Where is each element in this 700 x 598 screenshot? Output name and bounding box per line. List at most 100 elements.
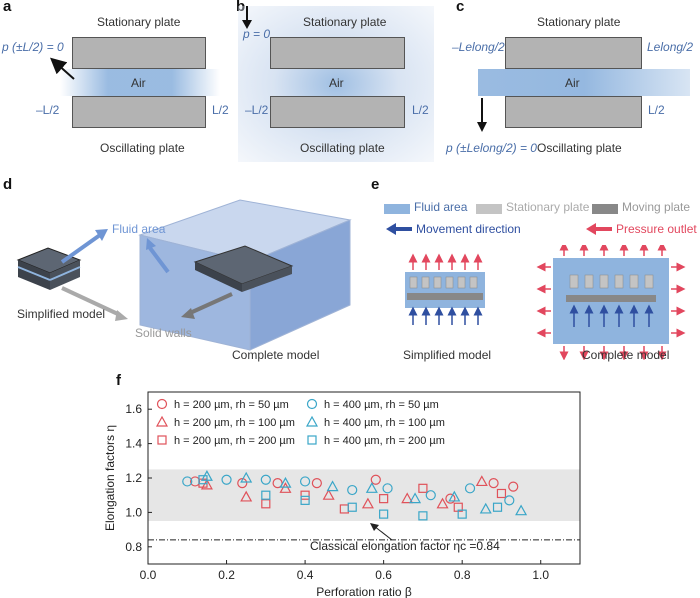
legend-pressure-outlet: Pressure outlet xyxy=(616,222,697,236)
legend-marker xyxy=(307,435,317,445)
stationary-plate-label: Stationary plate xyxy=(537,15,621,29)
data-point xyxy=(370,474,381,485)
legend-fluid-area: Fluid area xyxy=(414,200,468,214)
data-point xyxy=(409,492,422,504)
oscillating-plate-label: Oscillating plate xyxy=(300,141,385,155)
model-3d-illustration xyxy=(16,199,352,351)
complete-model-label: Complete model xyxy=(232,348,320,362)
right-position-label: L/2 xyxy=(212,103,229,117)
data-point xyxy=(299,476,311,487)
data-point xyxy=(418,483,428,493)
data-point xyxy=(260,474,271,485)
data-point xyxy=(492,502,503,512)
panel-letter-a: a xyxy=(3,0,12,15)
data-point xyxy=(300,495,310,505)
data-point xyxy=(457,509,467,519)
x-tick-label: 0.6 xyxy=(375,568,392,582)
simplified-model-label: Simplified model xyxy=(403,348,492,362)
boundary-condition-diagram xyxy=(405,245,686,360)
data-point xyxy=(190,476,201,487)
data-point xyxy=(475,475,488,487)
data-point xyxy=(279,476,292,488)
legend-label: h = 400 µm, rh = 200 µm xyxy=(324,435,445,447)
shaded-band xyxy=(148,469,580,521)
legend-label: h = 400 µm, rh = 100 µm xyxy=(324,417,445,429)
x-tick-label: 0.4 xyxy=(297,568,314,582)
stationary-plate xyxy=(72,37,206,69)
air-label: Air xyxy=(565,76,580,90)
legend-label: h = 200 µm, rh = 200 µm xyxy=(174,435,295,447)
panel-letter-f: f xyxy=(116,372,121,389)
data-point xyxy=(200,478,213,490)
movement-arrow-icon xyxy=(386,223,412,235)
air-gap xyxy=(60,69,220,96)
data-point xyxy=(496,488,507,499)
stationary-plate-label: Stationary plate xyxy=(97,15,181,29)
oscillating-plate xyxy=(270,96,405,128)
stationary-plate-swatch xyxy=(476,204,502,214)
reference-line-label: Classical elongation factor ηc =0.84 xyxy=(310,539,500,553)
data-point xyxy=(300,490,310,500)
data-point xyxy=(379,494,389,504)
data-point xyxy=(198,475,208,485)
left-position-label: –L/2 xyxy=(245,103,269,117)
y-tick-label: 1.2 xyxy=(125,471,142,485)
data-point xyxy=(182,476,193,487)
bc-arrow-icon xyxy=(242,6,252,29)
oscillating-plate-label: Oscillating plate xyxy=(537,141,622,155)
legend-movement-direction: Movement direction xyxy=(416,222,521,236)
legend-label: h = 200 µm, rh = 100 µm xyxy=(174,417,295,429)
panel-letter-d: d xyxy=(3,176,13,193)
x-tick-label: 0.8 xyxy=(454,568,471,582)
left-position-label: –L/2 xyxy=(36,103,60,117)
legend-marker xyxy=(155,415,169,427)
y-tick-label: 1.6 xyxy=(125,402,142,416)
data-point xyxy=(436,497,449,509)
fluid-domain xyxy=(238,6,434,162)
legend-label: h = 400 µm, rh = 50 µm xyxy=(324,399,439,411)
x-axis-label: Perforation ratio β xyxy=(316,585,412,598)
y-tick-label: 0.8 xyxy=(125,540,142,554)
oscillating-plate-label: Oscillating plate xyxy=(100,141,185,155)
simplified-model-label: Simplified model xyxy=(17,307,106,321)
data-point xyxy=(221,474,232,485)
data-point xyxy=(347,502,357,512)
data-point xyxy=(240,471,253,483)
data-point xyxy=(401,492,414,504)
fluid-area-label: Fluid area xyxy=(112,222,166,236)
bc-arrow-icon xyxy=(50,57,75,80)
moving-plate-swatch xyxy=(592,204,618,214)
data-point xyxy=(347,484,358,496)
data-point xyxy=(418,511,428,521)
legend-marker xyxy=(306,398,318,410)
oscillating-plate xyxy=(72,96,206,128)
box-side-face xyxy=(249,219,351,351)
air-label: Air xyxy=(131,76,146,90)
data-point xyxy=(361,497,374,509)
complete-moving-plate xyxy=(566,295,656,302)
right-position-label: L/2 xyxy=(648,103,665,117)
data-point xyxy=(322,488,335,500)
bc-arrow-icon xyxy=(477,98,487,132)
reference-pointer xyxy=(373,525,393,541)
data-point xyxy=(261,490,271,500)
data-point xyxy=(379,509,389,519)
right-elong-label: Lelong/2 xyxy=(647,40,694,54)
simplified-moving-plate xyxy=(407,293,483,300)
data-point xyxy=(279,482,292,493)
reference-pointer-head xyxy=(370,523,379,531)
pressure-bc-label: p (±L/2) = 0 xyxy=(2,40,64,54)
stationary-plate xyxy=(270,37,405,69)
y-axis-label: Elongation factors η xyxy=(103,425,117,531)
fluid-arrow xyxy=(60,233,102,264)
y-tick-label: 1.4 xyxy=(125,437,142,451)
x-tick-label: 0.0 xyxy=(140,568,157,582)
data-point xyxy=(448,490,461,502)
air-gap xyxy=(478,69,690,96)
data-point xyxy=(425,490,436,501)
data-point xyxy=(382,483,393,494)
right-position-label: L/2 xyxy=(412,103,429,117)
legend-stationary-plate: Stationary plate xyxy=(506,200,590,214)
panel-letter-c: c xyxy=(456,0,465,15)
